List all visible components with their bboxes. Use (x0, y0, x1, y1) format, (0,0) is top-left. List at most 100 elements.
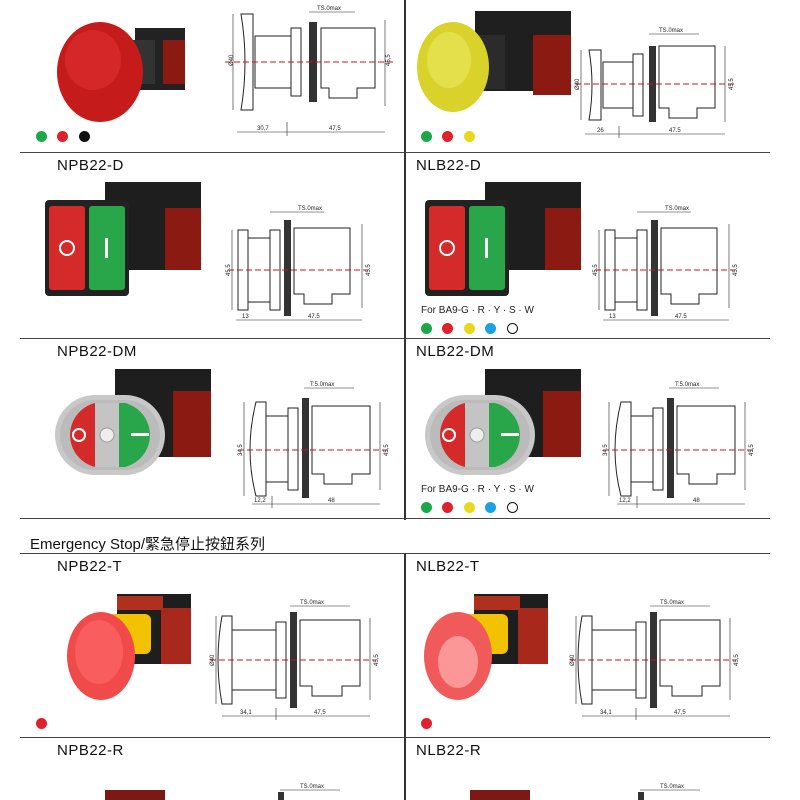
dim-panel: TS.0max (317, 6, 341, 12)
dimension-drawing-row0-right: Ø40 45.5 26 47.5 TS.0max (575, 28, 735, 138)
dimension-drawing-row0-left: Ø40 45,5 30,7 47,5 TS.0max (225, 6, 395, 136)
color-dot-red (421, 718, 432, 730)
dim-front: 34,1 (600, 710, 612, 716)
color-dot-white (506, 502, 518, 514)
color-dot-yellow (463, 131, 475, 143)
dim-panel: TS.0max (300, 600, 324, 606)
dim-body: 47,5 (329, 126, 341, 132)
dim-front: 13 (242, 314, 249, 320)
column-divider-bottom (404, 553, 406, 800)
dim-height: 45,5 (384, 444, 390, 456)
button-npb22-r-image-partial (105, 790, 165, 800)
dim-height: 45.5 (733, 264, 739, 276)
dim-panel: TS.0max (298, 206, 322, 212)
dimension-drawing-nlb22-r-partial: TS.0max (638, 784, 700, 800)
dimension-drawing-nlb22-dm: 34.5 45,5 12,2 48 T:5.0max (603, 382, 755, 508)
model-label-npb22-d: NPB22-D (57, 157, 124, 174)
dimension-drawing-npb22-dm: 34.5 45,5 12,2 48 T:5.0max (238, 382, 390, 508)
row-divider-2 (20, 338, 770, 339)
dim-width: 45.5 (593, 264, 599, 276)
color-dot-black (78, 131, 90, 143)
color-dot-white (506, 323, 518, 335)
dim-body: 47,5 (674, 710, 686, 716)
double-button-nlb22-d-image (425, 182, 581, 296)
model-label-nlb22-dm: NLB22-DM (416, 343, 495, 360)
dim-panel: TS.0max (660, 784, 684, 790)
dim-front: 13 (609, 314, 616, 320)
dim-width: 34.5 (603, 444, 609, 456)
dim-panel: T:5.0max (675, 382, 699, 388)
dim-panel: TS.0max (300, 784, 324, 790)
dim-height: 45,5 (749, 444, 755, 456)
color-dot-green (36, 131, 47, 143)
dim-diameter: Ø40 (229, 54, 235, 66)
color-dot-green (421, 502, 432, 514)
dim-height: 45,5 (734, 654, 740, 666)
color-options-row0-left (36, 128, 96, 146)
color-dot-red (442, 502, 454, 514)
model-label-nlb22-d: NLB22-D (416, 157, 482, 174)
emergency-stop-nlb22-t-image (424, 594, 548, 700)
dim-width: 34.5 (238, 444, 244, 456)
color-dot-red (442, 323, 454, 335)
bulb-note-nlb22-d: For BA9-G · R · Y · S · W (421, 305, 534, 316)
dim-front: 12,2 (619, 498, 631, 504)
dim-panel: T:5.0max (310, 382, 334, 388)
dim-body: 47.5 (669, 128, 681, 134)
button-nlb22-r-image-partial (470, 790, 530, 800)
dim-body: 48 (328, 498, 335, 504)
section-title-emergency-stop: Emergency Stop/緊急停止按鈕系列 (30, 536, 266, 553)
dim-panel: TS.0max (665, 206, 689, 212)
color-dot-blue (485, 502, 497, 514)
dimension-drawing-npb22-d: 45.5 45.5 13 47.5 TS.0max (226, 206, 372, 321)
bulb-note-nlb22-dm: For BA9-G · R · Y · S · W (421, 484, 534, 495)
dim-front: 12,2 (254, 498, 266, 504)
emergency-stop-npb22-t-image (67, 594, 191, 700)
model-label-npb22-r: NPB22-R (57, 742, 124, 759)
color-options-row0-right (421, 128, 481, 146)
color-options-npb22-t (36, 715, 53, 733)
double-button-npb22-d-image (45, 182, 201, 296)
dim-diameter: Ø40 (210, 654, 216, 666)
color-dot-blue (485, 323, 497, 335)
color-dot-red (442, 131, 454, 143)
dim-height: 45.5 (366, 264, 372, 276)
color-options-nlb22-d (421, 320, 524, 338)
dimension-drawing-npb22-r-partial: TS.0max (278, 784, 340, 800)
color-dot-red (57, 131, 69, 143)
dim-diameter: Ø40 (570, 654, 576, 666)
mushroom-button-red-image (57, 22, 185, 122)
dim-body: 47.5 (308, 314, 320, 320)
dimension-drawing-nlb22-d: 45.5 45.5 13 47.5 TS.0max (593, 206, 739, 321)
oval-double-button-nlb22-dm-image (425, 369, 581, 475)
dim-body: 48 (693, 498, 700, 504)
model-label-npb22-t: NPB22-T (57, 558, 123, 575)
dim-front: 30,7 (257, 126, 269, 132)
color-dot-red (36, 718, 47, 730)
dimension-drawing-nlb22-t: Ø40 45,5 34,1 47,5 TS.0max (570, 600, 740, 720)
dim-panel: TS.0max (659, 28, 683, 34)
color-options-nlb22-t (421, 715, 438, 733)
dim-diameter: Ø40 (575, 78, 581, 90)
dim-front: 34,1 (240, 710, 252, 716)
dim-front: 26 (597, 128, 604, 134)
color-dot-yellow (463, 323, 475, 335)
color-dot-green (421, 131, 432, 143)
dim-width: 45.5 (226, 264, 232, 276)
model-label-nlb22-r: NLB22-R (416, 742, 482, 759)
mushroom-button-yellow-image (417, 11, 571, 112)
dimension-drawing-npb22-t: Ø40 45,5 34,1 47,5 TS.0max (210, 600, 380, 720)
dim-body: 47,5 (314, 710, 326, 716)
color-options-nlb22-dm (421, 499, 524, 517)
dim-body: 47.5 (675, 314, 687, 320)
dim-height: 45,5 (374, 654, 380, 666)
dim-height: 45.5 (729, 78, 735, 90)
column-divider-top (404, 0, 406, 520)
row-divider-1 (20, 152, 770, 153)
row-divider-5 (20, 737, 770, 738)
color-dot-yellow (463, 502, 475, 514)
color-dot-green (421, 323, 432, 335)
dim-height: 45,5 (386, 54, 392, 66)
model-label-npb22-dm: NPB22-DM (57, 343, 137, 360)
oval-double-button-npb22-dm-image (55, 369, 211, 475)
